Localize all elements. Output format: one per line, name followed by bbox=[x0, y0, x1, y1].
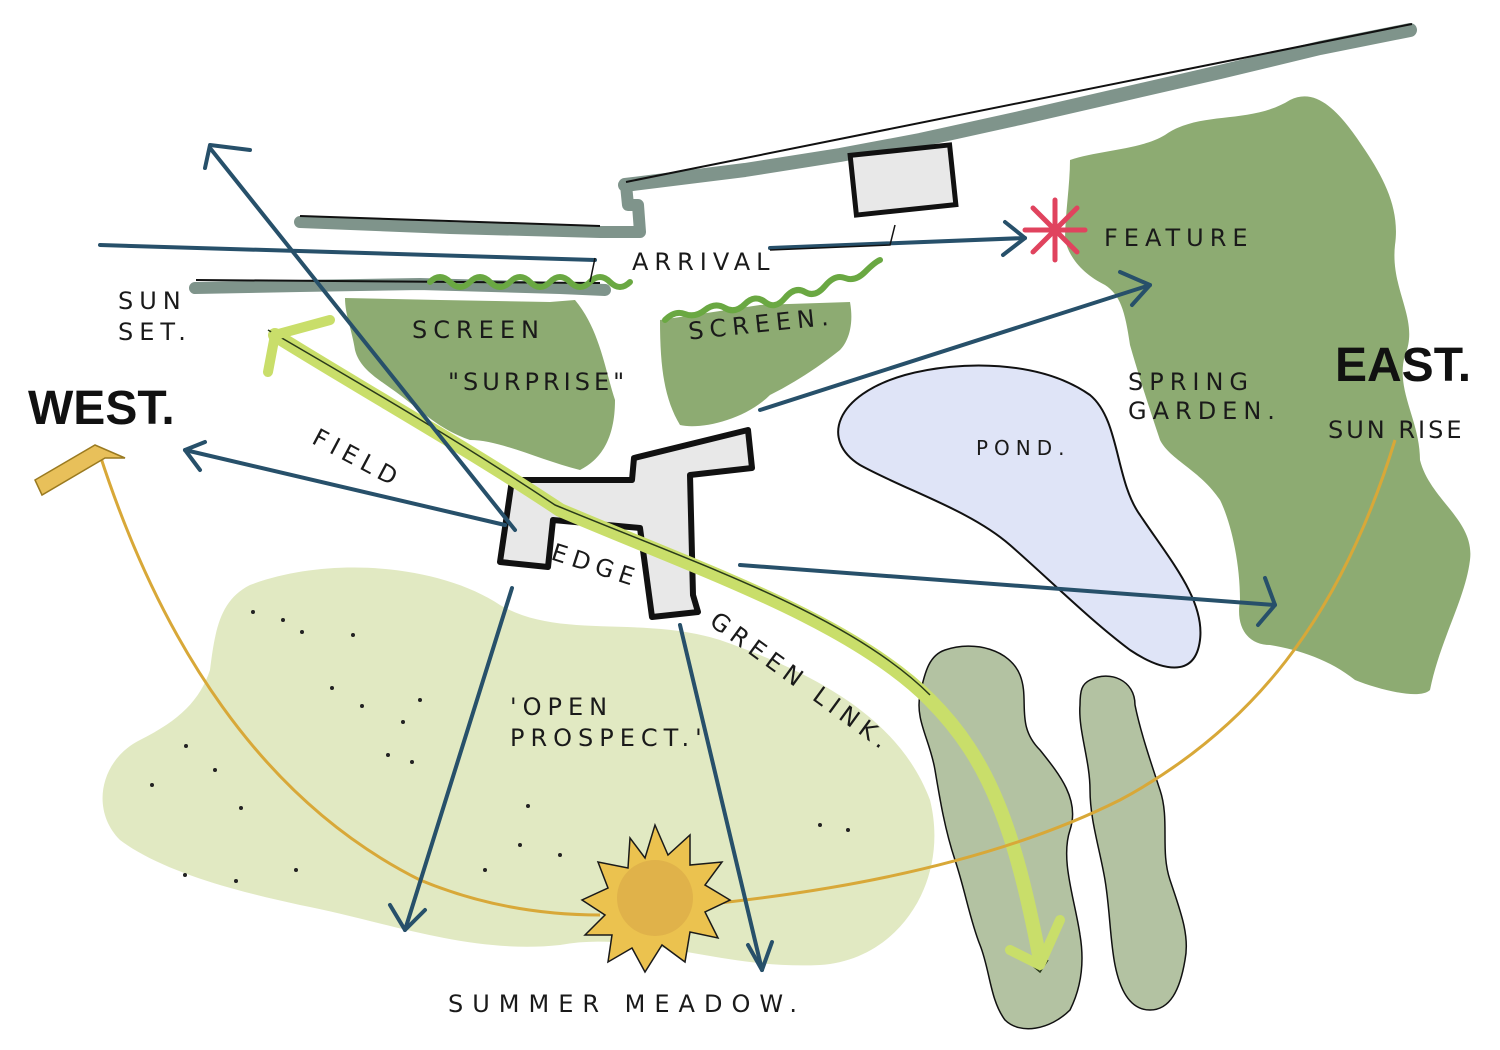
hedge-left bbox=[427, 274, 633, 290]
label-surprise: "SURPRISE" bbox=[448, 368, 629, 396]
label-summer-meadow: SUMMER MEADOW. bbox=[448, 990, 806, 1018]
arrival-route bbox=[589, 224, 896, 283]
tree-clump-left bbox=[918, 645, 1083, 1030]
sun-icon bbox=[580, 822, 732, 974]
summer-meadow-area bbox=[102, 567, 935, 966]
label-feature: FEATURE bbox=[1104, 224, 1254, 252]
label-sunrise: SUN RISE bbox=[1328, 416, 1465, 444]
west-arrowhead bbox=[34, 444, 126, 497]
label-west: WEST. bbox=[28, 382, 175, 435]
view-arrows bbox=[98, 143, 1277, 972]
label-sunset: SUN SET. bbox=[118, 287, 192, 347]
sun-path-arc bbox=[98, 439, 1397, 917]
feature-star-icon bbox=[1022, 197, 1088, 263]
east-tree-mass bbox=[1065, 96, 1471, 695]
hedge-right bbox=[662, 257, 883, 323]
label-pond: POND. bbox=[976, 436, 1071, 460]
entrance-wall bbox=[294, 179, 646, 238]
label-screen-left: SCREEN bbox=[412, 316, 545, 344]
label-arrival: ARRIVAL bbox=[632, 248, 776, 276]
tree-clump-right bbox=[1079, 675, 1188, 1011]
green-link-path bbox=[268, 328, 1047, 967]
label-spring-garden: SPRING GARDEN. bbox=[1128, 368, 1281, 425]
green-link-arrowhead bbox=[263, 315, 1065, 970]
parking-structure bbox=[847, 142, 959, 218]
north-boundary bbox=[618, 23, 1417, 192]
screen-left bbox=[345, 298, 615, 470]
label-east: EAST. bbox=[1335, 339, 1472, 392]
screen-right bbox=[660, 302, 852, 427]
label-open-prospect: 'OPEN PROSPECT.' bbox=[510, 693, 708, 753]
meadow-marks bbox=[150, 610, 850, 883]
